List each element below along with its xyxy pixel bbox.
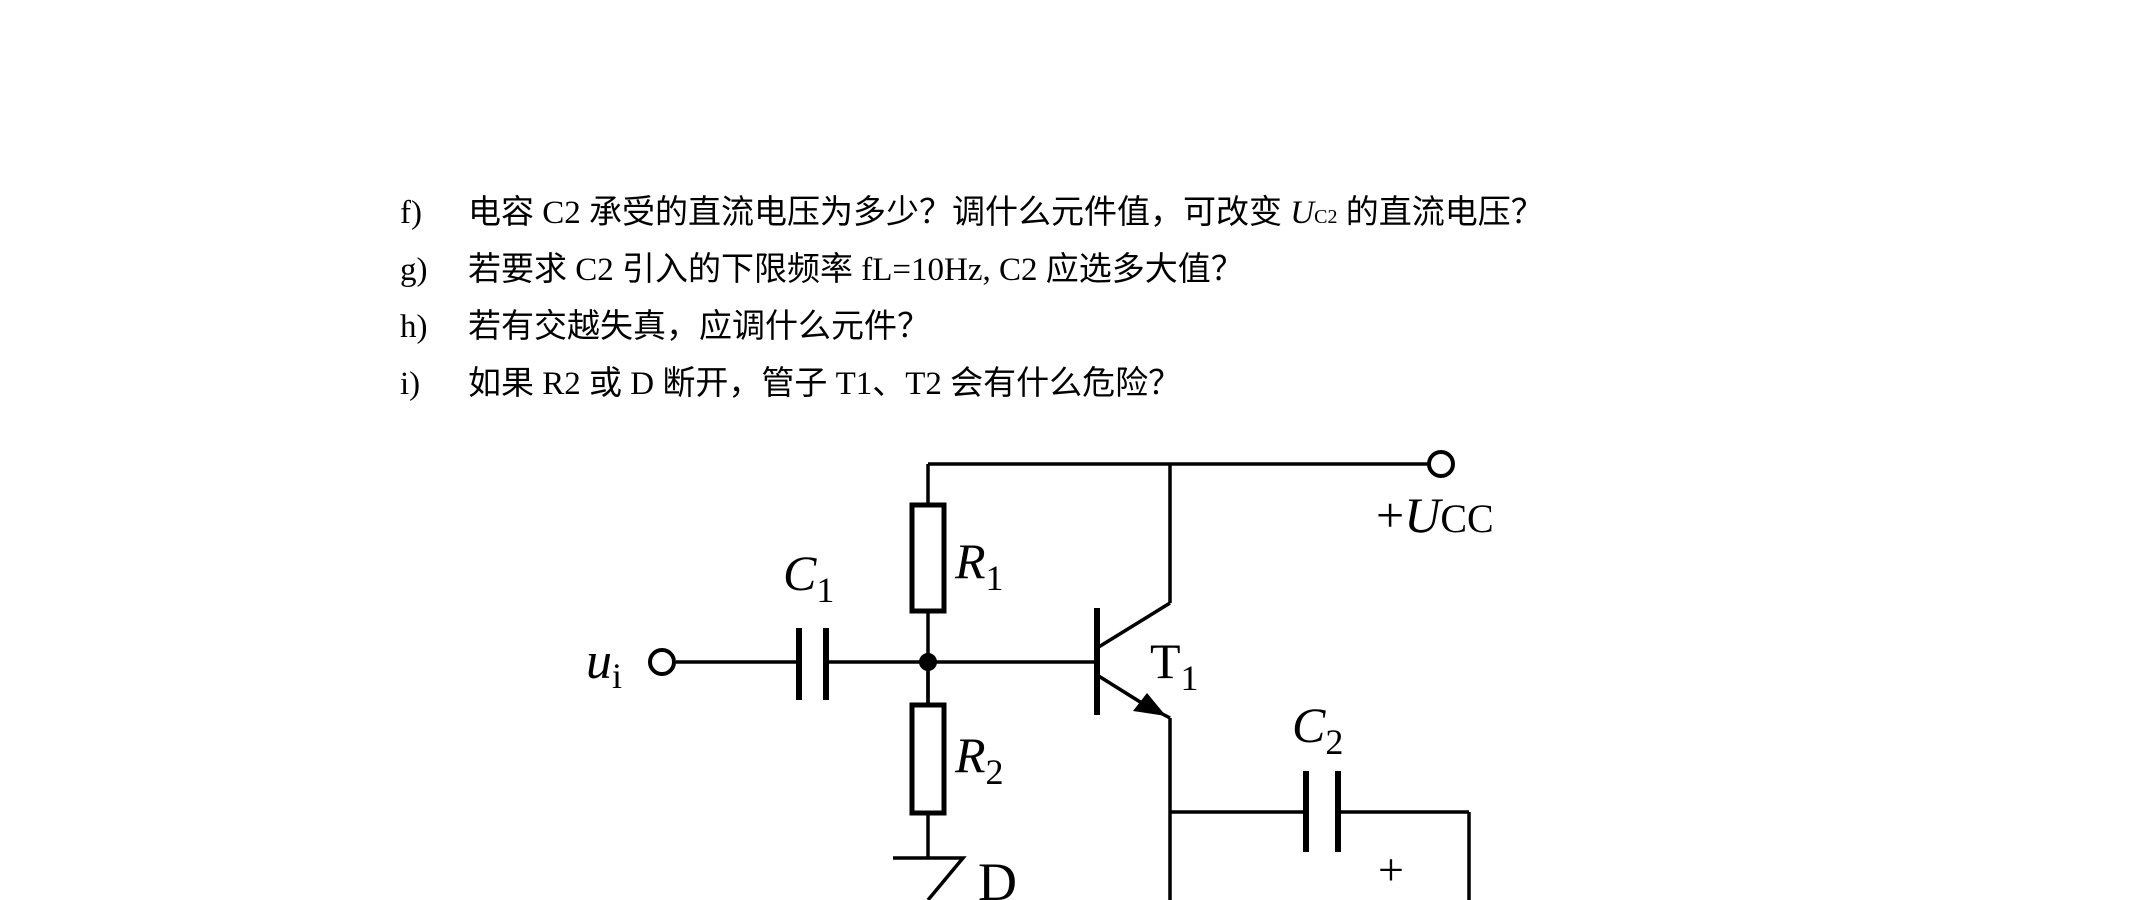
r2-label: R2 — [954, 727, 1004, 792]
resistor-r1 — [909, 502, 947, 614]
emitter-arrow-icon — [1133, 693, 1166, 716]
diode-symbol — [893, 856, 967, 900]
voltage-symbol: U — [1290, 195, 1315, 231]
question-f: f) 电容 C2 承受的直流电压为多少？调什么元件值，可改变 UC2 的直流电压… — [400, 185, 2120, 242]
resistor-r2 — [909, 702, 947, 816]
question-text: 电容 C2 承受的直流电压为多少？调什么元件值，可改变 UC2 的直流电压？ — [468, 185, 1544, 246]
t1-emitter — [1096, 673, 1146, 707]
question-list: f) 电容 C2 承受的直流电压为多少？调什么元件值，可改变 UC2 的直流电压… — [400, 185, 2120, 413]
question-label: g) — [400, 252, 428, 288]
r1-label: R1 — [954, 533, 1004, 598]
c2-polarity-label: + — [1378, 844, 1404, 895]
circuit-wires — [676, 462, 1471, 900]
t1-collector — [1096, 601, 1171, 650]
input-terminal — [648, 648, 676, 676]
c2-label: C2 — [1292, 697, 1343, 762]
diode-label: D — [978, 852, 1017, 900]
question-text: 如果 R2 或 D 断开，管子 T1、T2 会有什么危险？ — [468, 366, 1182, 402]
input-label: ui — [586, 633, 622, 696]
question-text-part: 的直流电压？ — [1337, 195, 1544, 231]
question-label: h) — [400, 309, 428, 345]
t1-label: T1 — [1150, 633, 1199, 698]
question-h: h) 若有交越失真，应调什么元件？ — [400, 299, 2120, 356]
question-label: i) — [400, 366, 421, 402]
voltage-subscript: C2 — [1314, 206, 1338, 228]
question-text-part: 电容 C2 承受的直流电压为多少？调什么元件值，可改变 — [468, 195, 1291, 231]
supply-terminal — [1427, 450, 1455, 478]
supply-label: +UCC — [1376, 487, 1494, 543]
question-label: f) — [400, 195, 422, 231]
question-text: 若要求 C2 引入的下限频率 fL=10Hz, C2 应选多大值？ — [468, 252, 1244, 288]
question-g: g) 若要求 C2 引入的下限频率 fL=10Hz, C2 应选多大值？ — [400, 242, 2120, 299]
question-text: 若有交越失真，应调什么元件？ — [468, 309, 930, 345]
question-i: i) 如果 R2 或 D 断开，管子 T1、T2 会有什么危险？ — [400, 356, 2120, 413]
c1-label: C1 — [783, 545, 834, 610]
junction-dot — [919, 653, 937, 671]
